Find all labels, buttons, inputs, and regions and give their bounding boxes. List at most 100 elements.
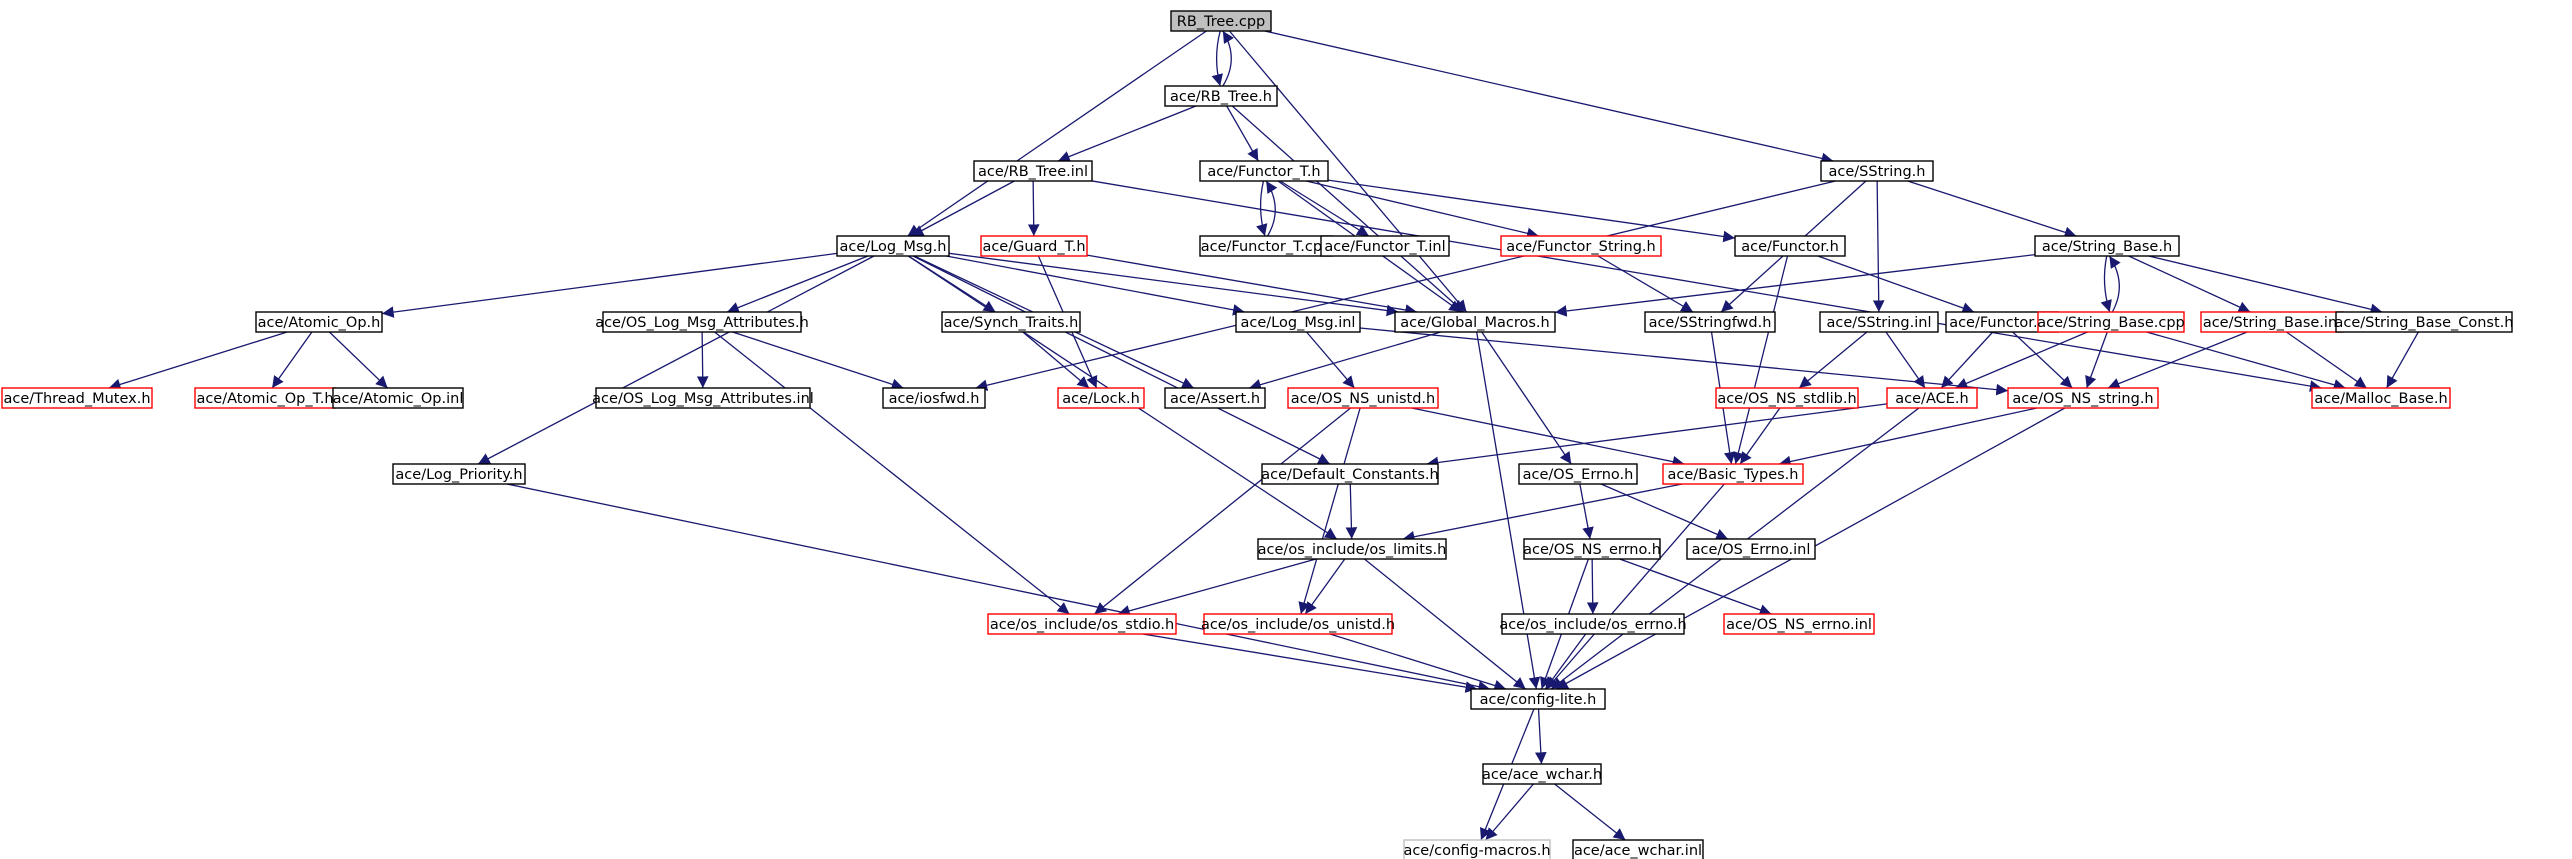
node-sstring-inl[interactable]: ace/SString.inl	[1819, 311, 1939, 333]
node-malloc-base-h[interactable]: ace/Malloc_Base.h	[2311, 387, 2451, 409]
node-label: ace/String_Base.inl	[2203, 315, 2341, 331]
node-os-log-msg-attr-inl[interactable]: ace/OS_Log_Msg_Attributes.inl	[592, 387, 814, 409]
edge-functor_t_h-to-functor_h	[1327, 179, 1736, 243]
node-thread-mutex-h[interactable]: ace/Thread_Mutex.h	[1, 387, 153, 409]
node-os-limits-h[interactable]: ace/os_include/os_limits.h	[1257, 538, 1447, 560]
edge-os_limits_h-to-config_lite_h	[1363, 558, 1527, 690]
node-box	[1500, 235, 1662, 257]
edge-rb_tree_cpp-to-log_msg_h	[907, 30, 1207, 237]
node-label: ace/os_include/os_unistd.h	[1201, 617, 1395, 633]
node-lock-h[interactable]: ace/Lock.h	[1057, 387, 1145, 409]
node-label: ace/OS_NS_string.h	[2012, 391, 2153, 407]
node-os-errno-h[interactable]: ace/OS_Errno.h	[1518, 463, 1638, 485]
node-label: ace/Log_Msg.inl	[1241, 315, 1356, 331]
node-rb-tree-inl[interactable]: ace/RB_Tree.inl	[973, 160, 1093, 182]
node-basic-types-h[interactable]: ace/Basic_Types.h	[1662, 463, 1804, 485]
edge-os_ns_errno_h-to-os_include_os_errno_h	[1586, 558, 1599, 615]
node-string-base-inl[interactable]: ace/String_Base.inl	[2200, 311, 2344, 333]
node-label: ace/ACE.h	[1895, 391, 1968, 407]
node-ace-wchar-h[interactable]: ace/ace_wchar.h	[1482, 763, 1602, 785]
edge-string_base_h-to-string_base_const_h	[2148, 255, 2383, 315]
edge-log_msg_h-to-log_priority_h	[477, 255, 875, 465]
node-atomic-op-t-h[interactable]: ace/Atomic_Op_T.h	[194, 387, 336, 409]
node-box	[1287, 387, 1439, 409]
node-os-ns-stdlib-h[interactable]: ace/OS_NS_stdlib.h	[1715, 387, 1859, 409]
node-box	[1394, 311, 1556, 333]
node-label: ace/config-macros.h	[1403, 843, 1550, 859]
node-box	[1170, 10, 1272, 32]
node-box	[973, 160, 1093, 182]
edge-os_stdio_h-to-config_lite_h	[1142, 633, 1478, 693]
node-box	[1501, 613, 1685, 635]
node-box	[1523, 538, 1661, 560]
node-functor-t-inl[interactable]: ace/Functor_T.inl	[1320, 235, 1450, 257]
node-os-ns-errno-inl[interactable]: ace/OS_NS_errno.inl	[1723, 613, 1875, 635]
node-guard-t-h[interactable]: ace/Guard_T.h	[980, 235, 1088, 257]
node-ace-wchar-inl[interactable]: ace/ace_wchar.inl	[1572, 839, 1704, 859]
edge-os_ns_stdlib_h-to-basic_types_h	[1739, 407, 1781, 465]
edge-os_log_msg_attr_h-to-iosfwd_h	[732, 331, 904, 390]
node-global-macros-h[interactable]: ace/Global_Macros.h	[1394, 311, 1556, 333]
edge-os_limits_h-to-os_unistd_h	[1304, 558, 1346, 615]
node-os-log-msg-attr-h[interactable]: ace/OS_Log_Msg_Attributes.h	[595, 311, 809, 333]
node-box	[1403, 839, 1551, 859]
node-os-ns-unistd-h[interactable]: ace/OS_NS_unistd.h	[1287, 387, 1439, 409]
edge-functor_t_h-to-functor_t_cpp	[1256, 180, 1268, 237]
node-rb-tree-h[interactable]: ace/RB_Tree.h	[1164, 85, 1278, 107]
edge-global_macros_h-to-os_errno_h	[1481, 331, 1572, 465]
edge-log_msg_inl-to-os_ns_string_h	[1359, 327, 2009, 396]
node-os-unistd-h[interactable]: ace/os_include/os_unistd.h	[1201, 613, 1395, 635]
node-config-lite-h[interactable]: ace/config-lite.h	[1470, 688, 1606, 710]
node-string-base-h[interactable]: ace/String_Base.h	[2034, 235, 2180, 257]
node-os-errno-inl[interactable]: ace/OS_Errno.inl	[1686, 538, 1816, 560]
node-box	[392, 463, 526, 485]
node-functor-h[interactable]: ace/Functor.h	[1734, 235, 1846, 257]
node-label: ace/Synch_Traits.h	[944, 315, 1079, 331]
node-functor-t-h[interactable]: ace/Functor_T.h	[1199, 160, 1329, 182]
node-box	[2034, 235, 2180, 257]
node-atomic-op-h[interactable]: ace/Atomic_Op.h	[255, 311, 383, 333]
node-functor-t-cpp[interactable]: ace/Functor_T.cpp	[1199, 235, 1333, 257]
node-label: ace/OS_NS_errno.h	[1523, 542, 1661, 558]
edge-os_errno_h-to-os_ns_errno_h	[1579, 483, 1594, 540]
node-label: ace/os_include/os_stdio.h	[990, 617, 1174, 633]
node-atomic-op-inl[interactable]: ace/Atomic_Op.inl	[332, 387, 464, 409]
node-string-base-const-h[interactable]: ace/String_Base_Const.h	[2335, 311, 2514, 333]
node-box	[1261, 463, 1439, 485]
dependency-edges	[108, 30, 2419, 841]
node-box	[1235, 311, 1361, 333]
edge-log_priority_h-to-config_lite_h	[506, 483, 1491, 693]
node-log-msg-h[interactable]: ace/Log_Msg.h	[836, 235, 950, 257]
node-box	[1819, 311, 1939, 333]
node-config-macros-h[interactable]: ace/config-macros.h	[1403, 839, 1551, 859]
node-os-ns-string-h[interactable]: ace/OS_NS_string.h	[2007, 387, 2159, 409]
node-os-ns-errno-h[interactable]: ace/OS_NS_errno.h	[1523, 538, 1661, 560]
node-sstring-h[interactable]: ace/SString.h	[1820, 160, 1934, 182]
node-sstringfwd-h[interactable]: ace/SStringfwd.h	[1644, 311, 1776, 333]
edge-functor_string_h-to-sstringfwd_h	[1597, 255, 1694, 313]
node-box	[980, 235, 1088, 257]
node-functor-string-h[interactable]: ace/Functor_String.h	[1500, 235, 1662, 257]
node-default-constants-h[interactable]: ace/Default_Constants.h	[1261, 463, 1439, 485]
edge-rb_tree_inl-to-malloc_base_h	[1091, 180, 2322, 392]
node-string-base-cpp[interactable]: ace/String_Base.cpp	[2037, 311, 2185, 333]
edge-ace_wchar_h-to-config_macros_h	[1485, 783, 1534, 841]
node-label: ace/Functor.h	[1741, 239, 1839, 255]
node-synch-traits-h[interactable]: ace/Synch_Traits.h	[941, 311, 1081, 333]
node-box	[1734, 235, 1846, 257]
node-iosfwd-h[interactable]: ace/iosfwd.h	[882, 387, 986, 409]
node-box	[987, 613, 1177, 635]
node-os-include-os-errno-h[interactable]: ace/os_include/os_errno.h	[1499, 613, 1687, 635]
node-os-stdio-h[interactable]: ace/os_include/os_stdio.h	[987, 613, 1177, 635]
node-functor-inl[interactable]: ace/Functor.inl	[1945, 311, 2059, 333]
node-rb-tree-cpp[interactable]: RB_Tree.cpp	[1170, 10, 1272, 32]
edge-atomic_op_h-to-atomic_op_inl	[328, 331, 389, 389]
node-ace-h[interactable]: ace/ACE.h	[1886, 387, 1978, 409]
node-label: ace/RB_Tree.inl	[978, 164, 1088, 180]
node-label: ace/Functor_T.h	[1207, 164, 1320, 180]
node-log-priority-h[interactable]: ace/Log_Priority.h	[392, 463, 526, 485]
node-assert-h[interactable]: ace/Assert.h	[1164, 387, 1266, 409]
node-log-msg-inl[interactable]: ace/Log_Msg.inl	[1235, 311, 1361, 333]
node-label: ace/Assert.h	[1170, 391, 1260, 407]
